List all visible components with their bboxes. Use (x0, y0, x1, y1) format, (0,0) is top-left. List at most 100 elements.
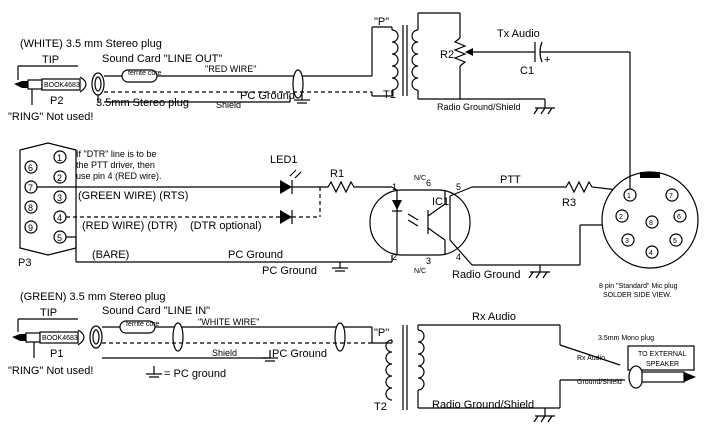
svg-text:BOOK4683: BOOK4683 (42, 335, 78, 342)
svg-text:N/C: N/C (414, 268, 426, 275)
ring-label: "RING" Not used! (8, 111, 93, 123)
svg-text:6: 6 (426, 178, 431, 188)
svg-text:9: 9 (28, 223, 33, 233)
resistor-r3: R3 (560, 180, 619, 209)
radio-ground-shield-bottom: Radio Ground/Shield (432, 399, 534, 411)
ptt-label: PTT (500, 174, 521, 186)
radio-ground-shield-top: Radio Ground/Shield (437, 102, 521, 112)
ground-symbol-mid (332, 262, 348, 272)
tx-audio-label: Tx Audio (497, 28, 540, 40)
plug-below-label: 3.5mm Stereo plug (96, 97, 189, 109)
svg-text:P3: P3 (18, 257, 31, 269)
shield-bottom: Shield (212, 348, 237, 358)
svg-text:1: 1 (57, 153, 62, 163)
ground-legend: = PC ground (146, 366, 226, 380)
pc-ground-top: PC Ground (240, 90, 295, 102)
pc-ground-mid2: PC Ground (262, 265, 317, 277)
dtr-note-1: If "DTR" line is to be (76, 149, 156, 159)
svg-text:P1: P1 (50, 348, 63, 360)
svg-text:7: 7 (669, 193, 673, 200)
tip-label: TIP (42, 54, 59, 66)
svg-text:R3: R3 (562, 197, 576, 209)
svg-text:Ground/Shield: Ground/Shield (577, 379, 622, 386)
green-rts-label: (GREEN WIRE) (RTS) (78, 190, 188, 202)
pc-ground-mid: PC Ground (228, 249, 283, 261)
ring-label-bottom: "RING" Not used! (8, 365, 93, 377)
svg-text:8: 8 (28, 203, 33, 213)
svg-text:3: 3 (57, 193, 62, 203)
mic-plug-8pin: 1 2 3 4 5 6 7 8 (601, 171, 699, 269)
svg-text:R1: R1 (330, 168, 344, 180)
svg-text:1: 1 (392, 182, 397, 192)
svg-text:C1: C1 (520, 65, 534, 77)
svg-text:7: 7 (28, 183, 33, 193)
svg-text:3.5mm Mono plug: 3.5mm Mono plug (598, 335, 654, 342)
led1: LED1 (270, 154, 321, 224)
white-wire-label: "WHITE WIRE" (198, 317, 259, 327)
svg-text:8: 8 (649, 220, 653, 227)
dtr-note-3: use pin 4 (RED wire). (76, 171, 162, 181)
capacitor-c1: C1 + (520, 41, 630, 77)
svg-text:4: 4 (649, 250, 653, 257)
red-dtr-label: (RED WIRE) (DTR) (82, 220, 177, 232)
svg-text:2: 2 (392, 252, 397, 262)
soundcard-out-label: Sound Card "LINE OUT" (102, 53, 222, 65)
chassis-ground-bottom (533, 408, 555, 423)
svg-text:LED1: LED1 (270, 154, 298, 166)
svg-text:+: + (544, 54, 550, 66)
svg-text:2: 2 (619, 214, 623, 221)
svg-text:5: 5 (673, 238, 677, 245)
transformer-t1: "P" T1 (371, 16, 419, 101)
potentiometer-r2: R2 (440, 13, 520, 99)
resistor-r1: R1 (320, 168, 392, 194)
p2-label: P2 (50, 95, 63, 107)
svg-text:TIP: TIP (40, 307, 57, 319)
svg-text:N/C: N/C (414, 175, 426, 182)
bare-label: (BARE) (92, 249, 129, 261)
tx-audio-section: (WHITE) 3.5 mm Stereo plug TIP BOOK4683 … (8, 12, 631, 168)
svg-text:1: 1 (627, 193, 631, 200)
radio-ground-label: Radio Ground (452, 269, 521, 281)
chassis-ground-top (533, 99, 555, 115)
mic-label-2: SOLDER SIDE VIEW. (603, 292, 672, 299)
chassis-ground-mid (528, 265, 550, 279)
svg-text:"P": "P" (374, 327, 389, 339)
svg-text:3: 3 (426, 256, 431, 266)
db9-connector-p3: 6 7 8 9 1 2 3 4 5 P3 (18, 142, 77, 269)
svg-text:ferrite core: ferrite core (126, 321, 160, 328)
svg-text:4: 4 (456, 252, 461, 262)
pc-ground-bottom: PC Ground (272, 348, 327, 360)
svg-text:6: 6 (677, 214, 681, 221)
svg-text:2: 2 (57, 173, 62, 183)
svg-text:5: 5 (456, 182, 461, 192)
svg-text:Rx Audio: Rx Audio (577, 355, 605, 362)
svg-text:ferrite core: ferrite core (128, 70, 162, 77)
rx-audio-label: Rx Audio (472, 311, 516, 323)
shield-top: Shield (216, 100, 241, 110)
svg-text:= PC ground: = PC ground (164, 368, 226, 380)
svg-text:SPEAKER: SPEAKER (646, 361, 679, 368)
mono-plug: 3.5mm Mono plug TO EXTERNAL SPEAKER Rx A… (577, 335, 696, 389)
ground-symbol-bottom (262, 350, 278, 362)
mic-label-1: 8 pin "Standard" Mic plug (599, 283, 678, 290)
stereo-plug-p2: BOOK4683 (14, 72, 105, 96)
dtr-note-2: the PTT driver, then (76, 160, 155, 170)
svg-text:R2: R2 (440, 49, 454, 61)
svg-text:6: 6 (28, 163, 33, 173)
stereo-plug-p1: BOOK4683 (12, 325, 103, 349)
white-plug-label: (WHITE) 3.5 mm Stereo plug (20, 38, 162, 50)
transformer-t2: "P" T2 (371, 325, 425, 413)
rx-audio-section: (GREEN) 3.5 mm Stereo plug TIP BOOK4683 … (8, 291, 696, 423)
svg-text:3: 3 (625, 238, 629, 245)
svg-text:TO EXTERNAL: TO EXTERNAL (638, 351, 687, 358)
dtr-optional-label: (DTR optional) (190, 220, 262, 232)
optocoupler-ic1: IC1 1 6 5 2 3 4 N/C N/C (369, 175, 471, 275)
svg-text:"P": "P" (374, 16, 389, 28)
green-plug-label: (GREEN) 3.5 mm Stereo plug (20, 291, 166, 303)
svg-text:BOOK4683: BOOK4683 (44, 82, 80, 89)
red-wire-label: "RED WIRE" (205, 64, 256, 74)
ground-symbol-top (294, 92, 310, 104)
svg-text:T2: T2 (374, 401, 387, 413)
